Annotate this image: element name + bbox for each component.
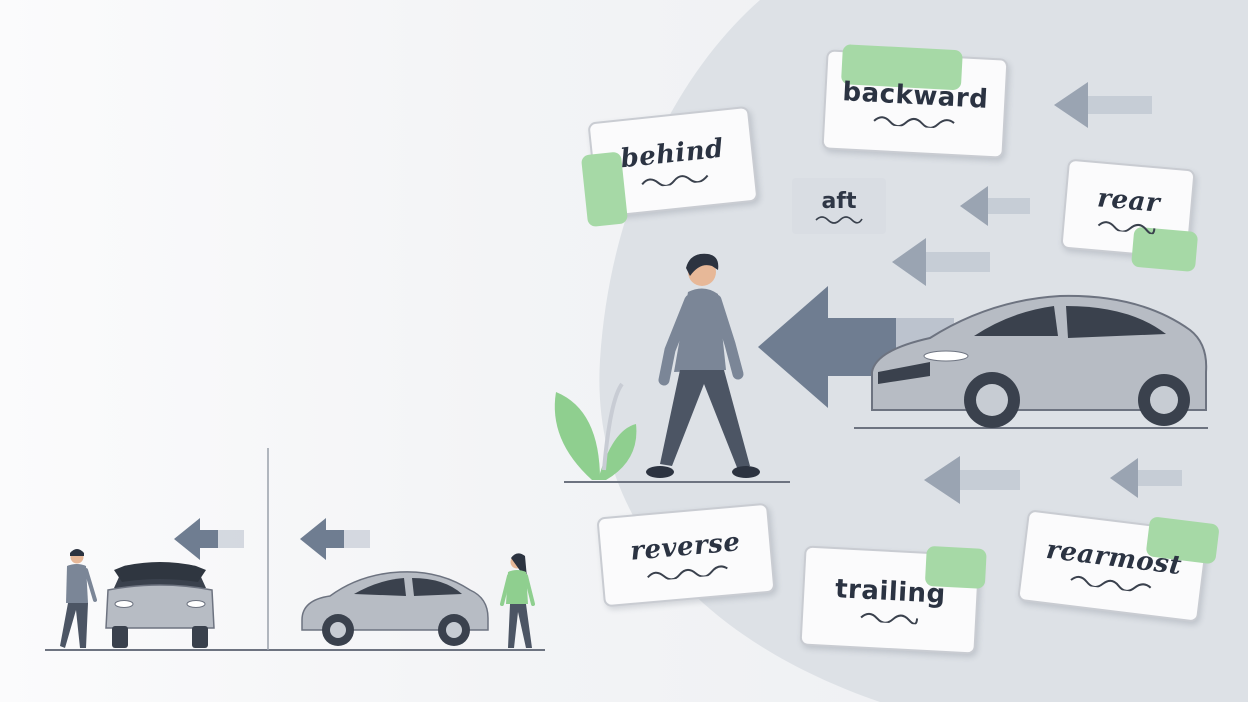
leaf-icon <box>554 382 637 480</box>
car-icon <box>105 562 215 648</box>
arrow-left-icon <box>300 518 370 560</box>
squiggle-underline <box>1070 575 1152 592</box>
arrow-left-icon <box>1054 82 1152 128</box>
squiggle-underline <box>815 215 863 224</box>
car-icon <box>854 294 1208 429</box>
left-comparison-panel <box>45 448 545 651</box>
word-card-rearmost: rearmost <box>1017 509 1220 623</box>
word-card-reverse: reverse <box>596 502 776 608</box>
person-icon <box>500 553 535 648</box>
word-reverse: reverse <box>629 527 742 567</box>
squiggle-underline <box>641 174 709 187</box>
word-aft: aft <box>821 188 857 214</box>
squiggle-underline <box>647 565 728 581</box>
word-card-rear: rear <box>1060 158 1199 273</box>
squiggle-underline <box>860 612 919 625</box>
word-card-trailing: trailing <box>799 545 987 655</box>
car-icon <box>301 571 489 646</box>
arrow-left-icon <box>174 518 244 560</box>
word-card-backward: backward <box>821 44 1009 159</box>
word-tag-aft: aft <box>792 178 886 234</box>
arrow-left-icon <box>892 238 990 286</box>
person-icon <box>646 253 760 478</box>
arrow-left-icon <box>1110 458 1182 498</box>
word-trailing: trailing <box>834 574 947 610</box>
arrow-left-icon <box>960 186 1030 226</box>
person-icon <box>60 549 97 648</box>
word-behind: behind <box>619 133 726 175</box>
arrow-left-icon <box>924 456 1020 504</box>
word-backward: backward <box>841 77 990 115</box>
squiggle-underline <box>1097 221 1156 235</box>
word-rear: rear <box>1096 183 1162 219</box>
word-card-behind: behind <box>580 105 759 228</box>
squiggle-underline <box>873 116 955 129</box>
